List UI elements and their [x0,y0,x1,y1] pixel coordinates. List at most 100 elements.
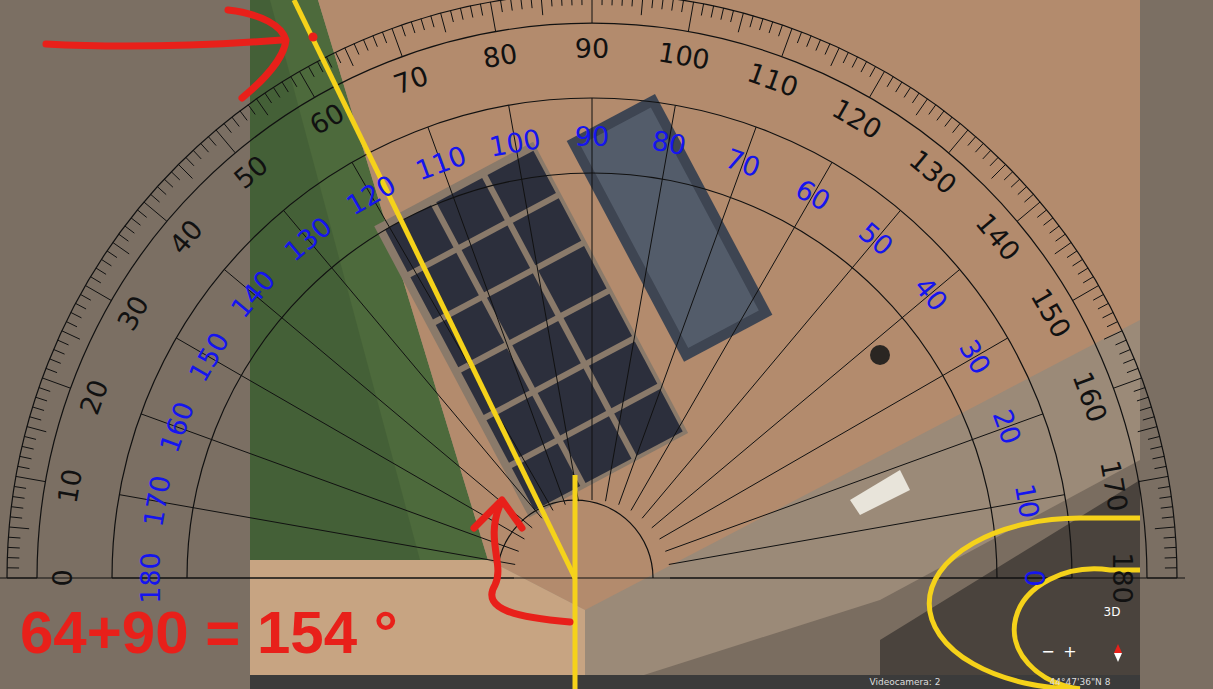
tick-mark [769,22,773,33]
tick-mark [265,93,272,103]
tick-mark [1165,557,1177,558]
tick-mark [541,0,543,15]
tick-mark [1164,547,1176,549]
degree-ray [352,162,553,510]
tick-mark [91,277,101,283]
tick-mark [18,466,30,468]
tick-mark [945,117,952,126]
tick-mark [521,0,522,9]
tick-mark [1161,507,1173,508]
tick-mark [870,66,876,76]
arrow-head [474,500,522,528]
tick-mark [1158,486,1170,488]
inner-scale-number: 10 [1011,482,1044,521]
tick-mark [1011,179,1020,187]
tick-mark [1055,242,1071,253]
arrow-shaft [492,505,570,622]
tick-mark [1147,578,1177,579]
tick-mark [178,164,192,178]
tick-mark [1050,226,1060,233]
degree-ray [606,105,676,501]
tick-mark [1067,251,1077,258]
tick-mark [1134,388,1145,392]
angle-result: 64+90 = 154 ° [20,603,398,663]
arrow-head [228,10,286,98]
tick-mark [662,0,663,9]
tick-mark [896,82,902,92]
outer-scale-number: 10 [54,467,87,506]
tick-mark [738,13,743,32]
degree-ray [141,414,519,551]
tick-mark [500,0,502,12]
tick-mark [208,136,216,145]
tick-mark [14,486,26,488]
tick-mark [652,0,653,8]
tick-mark [171,172,180,180]
tick-mark [85,286,111,301]
tick-mark [480,4,482,16]
tick-mark [42,378,70,388]
compass-icon [1114,644,1122,662]
tick-mark [7,578,37,579]
tick-arc [37,23,1147,578]
tick-mark [581,0,582,5]
tick-mark [431,16,434,28]
tick-mark [782,28,792,56]
tick-mark [711,6,713,18]
tick-mark [33,407,44,411]
tick-mark [119,234,129,241]
tick-mark [291,77,297,87]
tick-mark [8,547,20,549]
tick-mark [490,2,495,32]
tick-mark [75,303,86,309]
tick-mark [300,71,315,97]
tick-mark [975,143,983,152]
degree-ray [665,414,1043,551]
inner-scale-number: 80 [649,126,688,159]
degree-ray [112,578,514,579]
tick-mark [1093,294,1103,300]
map-control-text: 3D [1104,606,1121,618]
tick-mark [1127,368,1138,372]
tick-mark [36,397,47,401]
tick-mark [24,436,36,439]
tick-mark [80,294,90,300]
outer-scale-number: 90 [575,35,609,62]
inner-scale-number: 0 [1021,569,1048,586]
tick-mark [11,507,23,508]
base-line [0,577,1185,578]
tick-mark [345,48,353,66]
tick-mark [1018,187,1027,195]
tick-mark [1148,436,1160,439]
inner-scale-number: 170 [139,474,175,529]
tick-mark [1150,446,1162,449]
tick-mark [992,164,1006,178]
tick-mark [779,25,783,36]
tick-mark [551,0,553,6]
degree-ray [642,210,900,518]
tick-mark [9,527,29,529]
tick-mark [39,388,50,392]
tick-mark [870,71,885,97]
tick-mark [450,10,453,22]
tick-mark [186,157,194,166]
tick-mark [1137,397,1148,401]
tick-mark [825,44,830,55]
tick-mark [101,259,111,266]
marker-dot [309,33,318,42]
tick-mark [1162,517,1174,518]
tick-mark [953,123,961,132]
map-control-text: + [1063,644,1076,660]
tick-mark [157,187,166,195]
tick-mark [912,93,919,103]
tick-mark [1115,340,1126,345]
tick-mark [1114,378,1142,388]
tick-mark [861,61,867,72]
outer-scale-number: 180 [1109,552,1136,604]
tick-mark [224,123,232,132]
tick-mark [20,456,32,458]
tick-mark [1119,349,1130,354]
tick-mark [421,19,425,30]
degree-ray [619,127,756,505]
tick-mark [592,0,593,23]
